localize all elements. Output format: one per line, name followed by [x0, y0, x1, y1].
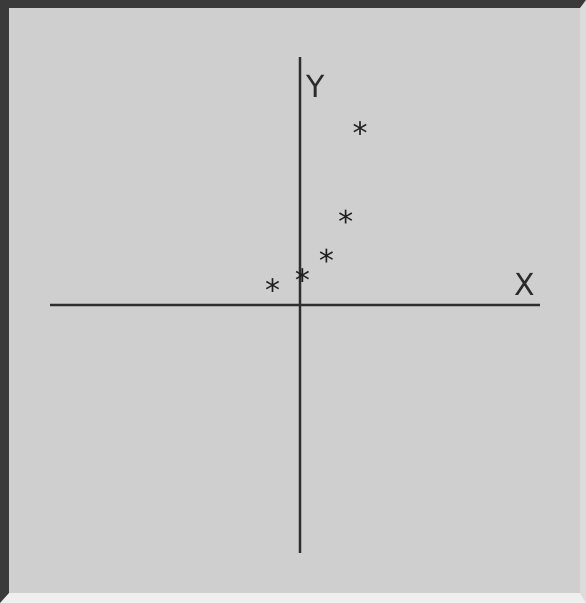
data-point-4: *: [338, 205, 353, 240]
data-points: *****: [265, 117, 368, 309]
data-point-3: *: [319, 244, 334, 279]
data-point-1: *: [265, 273, 280, 308]
data-point-2: *: [295, 264, 310, 299]
x-axis-label: X: [514, 268, 535, 303]
data-point-5: *: [353, 117, 368, 152]
y-axis-label: Y: [305, 70, 325, 105]
